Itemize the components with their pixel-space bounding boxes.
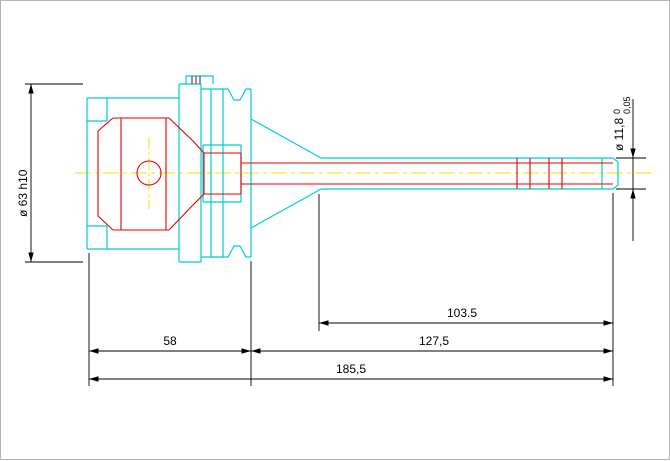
arrow-right-icon bbox=[241, 348, 251, 354]
dim-tip-diameter-label: ø 11,8 bbox=[612, 118, 626, 151]
dim-58-127-lines bbox=[88, 253, 613, 386]
dim-total-label: 185,5 bbox=[336, 362, 366, 376]
arrow-down-icon bbox=[28, 252, 34, 262]
holder-body-outline bbox=[86, 75, 619, 263]
arrow-left-icon bbox=[251, 348, 261, 354]
clamping-cartridge-outline bbox=[97, 76, 613, 231]
clamping-mechanism-section bbox=[97, 76, 613, 231]
dim-clamp-length-lines bbox=[318, 193, 614, 386]
arrow-left-icon bbox=[89, 376, 99, 382]
arrow-right-icon bbox=[603, 320, 613, 326]
dim-tip-bore-lines bbox=[616, 99, 646, 241]
dim-tip-bore: ø 11,8 0 0,05 bbox=[612, 96, 646, 241]
clamping-bore-circle bbox=[136, 160, 162, 186]
dim-body-diameter-label: ø 63 h10 bbox=[16, 169, 30, 217]
dim-body-diameter-lines bbox=[25, 83, 83, 263]
dim-103-label: 103.5 bbox=[447, 306, 477, 320]
tool-holder-geometry bbox=[86, 75, 619, 263]
arrow-up-icon bbox=[630, 189, 636, 199]
centerlines bbox=[75, 137, 651, 209]
arrow-up-icon bbox=[28, 84, 34, 94]
dim-58-127: 58 127,5 bbox=[88, 253, 613, 386]
dim-body-diameter: ø 63 h10 bbox=[16, 83, 83, 263]
drive-slot-lines bbox=[191, 76, 201, 84]
dimensions: ø 63 h10 ø 11,8 0 0,05 103.5 bbox=[16, 83, 646, 386]
drive-slot-detail bbox=[191, 76, 201, 84]
arrow-left-icon bbox=[319, 320, 329, 326]
dim-127-label: 127,5 bbox=[419, 334, 449, 348]
arrow-right-icon bbox=[603, 348, 613, 354]
dim-58-label: 58 bbox=[163, 334, 177, 348]
dim-tip-tol-lower-label: 0,05 bbox=[622, 96, 632, 114]
dim-total-length: 185,5 bbox=[89, 362, 613, 382]
arrow-right-icon bbox=[603, 376, 613, 382]
arrow-left-icon bbox=[89, 348, 99, 354]
arrow-down-icon bbox=[630, 148, 636, 158]
dim-clamp-length: 103.5 bbox=[318, 193, 614, 386]
dim-tip-tol-upper-label: 0 bbox=[612, 109, 622, 114]
